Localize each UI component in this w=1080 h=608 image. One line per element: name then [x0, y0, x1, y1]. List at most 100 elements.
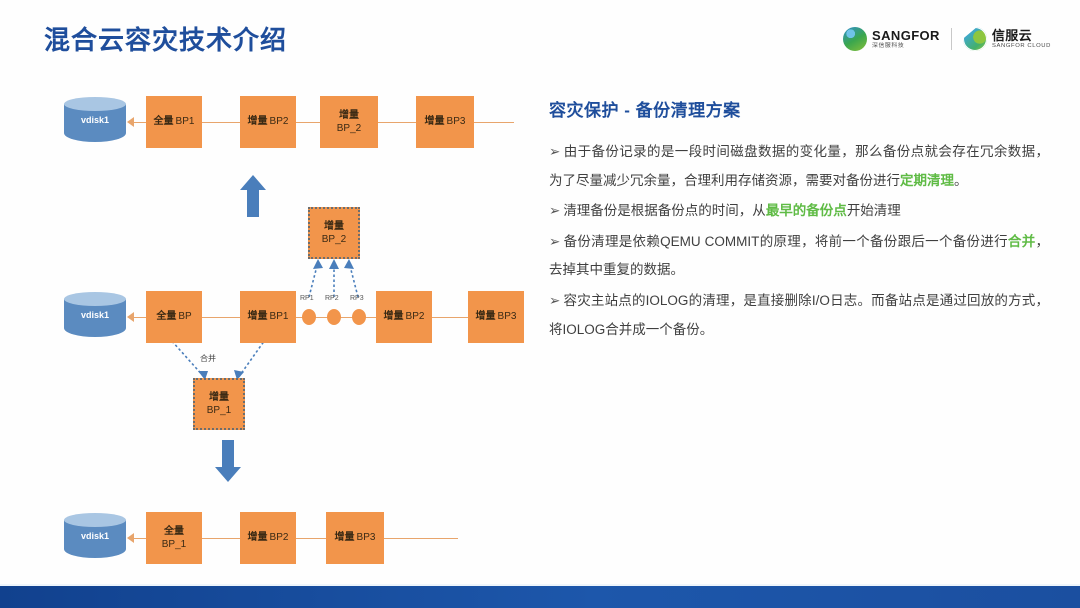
panel-title: 容灾保护 - 备份清理方案: [549, 101, 741, 120]
link-top-5: [474, 122, 514, 123]
link-top-3: [296, 122, 320, 123]
bullet-text: 开始清理: [846, 203, 901, 219]
page-title: 混合云容灾技术介绍: [44, 25, 288, 55]
disk-inflow-arrow-top: [127, 117, 134, 127]
node-label-line1: 全量: [156, 311, 177, 323]
bullet-item: ➢备份清理是依赖QEMU COMMIT的原理，将前一个备份跟后一个备份进行合并，…: [549, 228, 1049, 285]
node-label-line1: 增量: [247, 116, 268, 128]
node-label-line1: 全量: [153, 116, 174, 128]
brand-logo-group: SANGFOR 深信服科技 信服云 SANGFOR CLOUD: [843, 24, 1052, 54]
link-top-2: [202, 122, 240, 123]
link-mid-1: [134, 317, 146, 318]
flow-up-arrow: [240, 175, 266, 217]
node-top-1: 全量 BP1: [146, 96, 202, 148]
restore-point-dot-2: [327, 309, 341, 325]
restore-point-label-2: RP2: [325, 295, 339, 302]
disk-inflow-arrow-bottom: [127, 533, 134, 543]
sangfor-logo-sub: 深信服科技: [872, 43, 905, 49]
flow-down-arrow: [215, 440, 241, 482]
bullet-text: 。: [954, 172, 968, 188]
restore-point-label-3: RP3: [350, 295, 364, 302]
node-bottom-1: 全量 BP_1: [146, 512, 202, 564]
disk-cylinder-top: [64, 292, 126, 306]
node-label-line2: BP_2: [336, 123, 362, 134]
node-label-line2: BP3: [356, 532, 376, 544]
bullet-highlight: 最早的备份点: [765, 203, 847, 219]
node-label-line2: BP3: [497, 311, 517, 323]
bullet-text: 备份清理是依赖QEMU COMMIT的原理，将前一个备份跟后一个备份进行: [563, 233, 1008, 249]
node-label-line2: BP: [178, 311, 192, 323]
bullet-highlight: 定期清理: [900, 172, 954, 188]
node-label-line1: 增量: [324, 220, 344, 232]
node-label-line2: BP2: [269, 116, 289, 128]
disk-label: vdisk1: [80, 310, 110, 320]
bullet-marker-icon: ➢: [549, 144, 561, 159]
bullet-item: ➢由于备份记录的是一段时间磁盘数据的变化量，那么备份点就会存在冗余数据，为了尽量…: [549, 138, 1049, 195]
sangfor-cloud-logo-sub: SANGFOR CLOUD: [991, 43, 1051, 49]
node-label-line1: 全量: [164, 525, 184, 537]
link-bottom-2: [202, 538, 240, 539]
vdisk-top: vdisk1: [64, 97, 126, 147]
link-bottom-3: [296, 538, 326, 539]
bullet-text: ，去掉其中重复的数据。: [549, 233, 1050, 278]
node-top-2: 增量 BP2: [240, 96, 296, 148]
node-label-line2: BP_1: [206, 405, 232, 416]
link-mid-4: [432, 317, 468, 318]
text-panel: 容灾保护 - 备份清理方案 ➢由于备份记录的是一段时间磁盘数据的变化量，那么备份…: [549, 96, 1049, 346]
node-bottom-2: 增量 BP2: [240, 512, 296, 564]
sangfor-logo-text: SANGFOR 深信服科技: [872, 29, 940, 49]
merge-label: 合并: [200, 354, 216, 363]
node-label-line2: BP1: [269, 311, 289, 323]
node-label-line1: 增量: [339, 109, 359, 121]
sangfor-cloud-logo-main: 信服云: [991, 27, 1033, 43]
node-top-3: 增量 BP_2: [320, 96, 378, 148]
node-label-line2: BP2: [405, 311, 425, 323]
node-mid-3: 增量 BP2: [376, 291, 432, 343]
sangfor-cloud-logo-text: 信服云 SANGFOR CLOUD: [992, 29, 1052, 49]
node-label-line1: 增量: [247, 532, 268, 544]
link-bottom-4: [384, 538, 458, 539]
link-bottom-1: [134, 538, 146, 539]
bullet-text: 由于备份记录的是一段时间磁盘数据的变化量，那么备份点就会存在冗余数据，为了尽量减…: [549, 144, 1049, 188]
restore-point-dot-1: [302, 309, 316, 325]
node-top-4: 增量 BP3: [416, 96, 474, 148]
vdisk-bottom: vdisk1: [64, 513, 126, 563]
backup-chain-diagram: vdisk1 .vdisk[data-name="vdisk-top"] { l…: [0, 0, 540, 580]
node-label-line1: 增量: [424, 116, 445, 128]
node-label-line2: BP3: [446, 116, 466, 128]
disk-cylinder-top: [64, 97, 126, 111]
node-label-line2: BP_1: [161, 539, 187, 550]
sangfor-logo-main: SANGFOR: [872, 27, 940, 43]
bullet-marker-icon: ➢: [549, 233, 561, 249]
restore-point-dot-3: [352, 309, 366, 325]
node-merged-bp2: 增量 BP_2: [308, 207, 360, 259]
bullet-highlight: 合并: [1007, 233, 1036, 249]
cloud-icon: [962, 27, 987, 51]
disk-label: vdisk1: [80, 115, 110, 125]
node-merged-bp1: 增量 BP_1: [193, 378, 245, 430]
link-top-1: [134, 122, 146, 123]
dotted-connectors: [161, 259, 359, 380]
disk-inflow-arrow-mid: [127, 312, 134, 322]
bullet-list: ➢由于备份记录的是一段时间磁盘数据的变化量，那么备份点就会存在冗余数据，为了尽量…: [549, 138, 1049, 344]
restore-point-label-1: RP1: [300, 295, 314, 302]
bullet-marker-icon: ➢: [549, 203, 561, 219]
link-top-4: [378, 122, 416, 123]
node-label-line2: BP_2: [321, 234, 347, 245]
footer-hairline: [0, 584, 1080, 586]
bullet-item: ➢清理备份是根据备份点的时间，从最早的备份点开始清理: [549, 197, 1049, 226]
globe-icon: [843, 27, 868, 51]
node-label-line2: BP2: [269, 532, 289, 544]
node-mid-1: 全量 BP: [146, 291, 202, 343]
sangfor-cloud-logo: 信服云 SANGFOR CLOUD: [962, 27, 1052, 51]
sangfor-logo: SANGFOR 深信服科技: [843, 27, 940, 51]
node-label-line1: 增量: [209, 391, 229, 403]
node-mid-4: 增量 BP3: [468, 291, 524, 343]
disk-label: vdisk1: [80, 531, 110, 541]
node-label-line1: 增量: [383, 311, 404, 323]
vdisk-mid: vdisk1: [64, 292, 126, 342]
link-mid-2: [202, 317, 240, 318]
node-label-line1: 增量: [247, 311, 268, 323]
bullet-marker-icon: ➢: [549, 293, 561, 309]
